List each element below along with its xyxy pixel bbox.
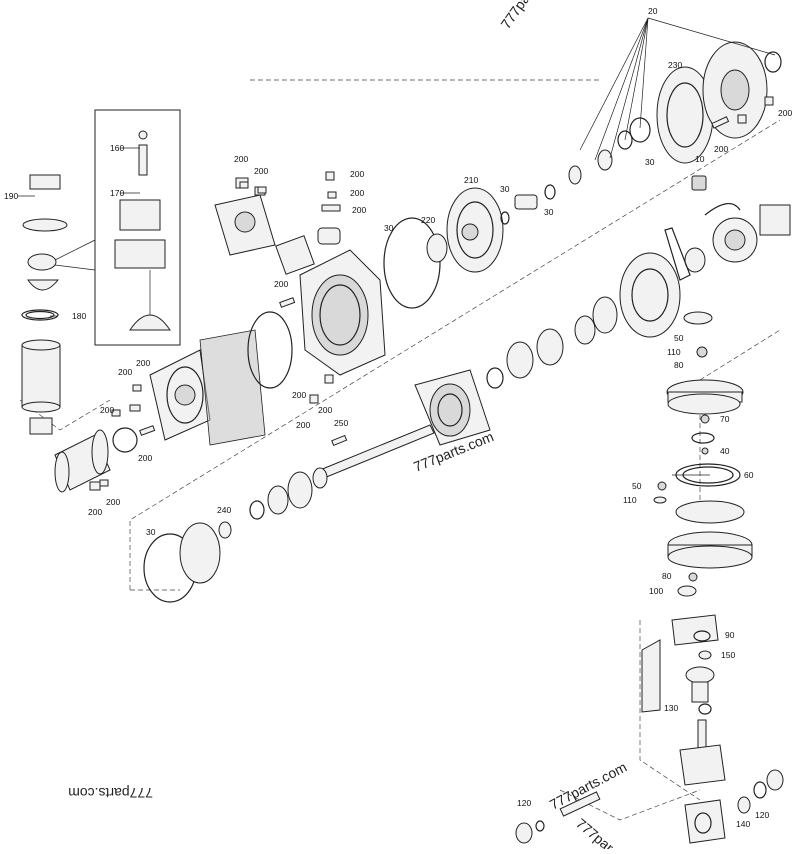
lower-bearings — [218, 467, 328, 539]
label: 180 — [72, 311, 86, 321]
inset-detail — [54, 109, 181, 346]
label: 140 — [736, 819, 750, 829]
leader-lines — [18, 17, 776, 476]
label: 200 — [106, 497, 120, 507]
label: 200 — [296, 420, 310, 430]
label: 220 — [421, 215, 435, 225]
label: 30 — [544, 207, 554, 217]
bottom-assembly — [515, 769, 784, 844]
label: 170 — [110, 188, 124, 198]
label: 200 — [352, 205, 366, 215]
part-labels: 20 230 200 30 200 10 210 30 30 220 200 2… — [4, 6, 792, 829]
fasteners — [99, 96, 774, 487]
label: 200 — [350, 169, 364, 179]
watermark: 777parts.com — [497, 0, 559, 32]
label: 50 — [674, 333, 684, 343]
label: 100 — [649, 586, 663, 596]
label: 200 — [138, 453, 152, 463]
label: 70 — [720, 414, 730, 424]
label: 80 — [674, 360, 684, 370]
label: 150 — [721, 650, 735, 660]
filter-assembly — [21, 174, 68, 435]
label: 160 — [110, 143, 124, 153]
label: 90 — [725, 630, 735, 640]
inlet-pipe — [54, 427, 138, 493]
label: 200 — [778, 108, 792, 118]
watermark: 777par — [573, 815, 617, 849]
rear-cover — [568, 41, 782, 185]
label: 10 — [695, 154, 705, 164]
label: 120 — [517, 798, 531, 808]
bearing-housing — [486, 252, 681, 389]
label: 130 — [664, 703, 678, 713]
label: 110 — [667, 347, 681, 357]
bushings — [500, 184, 556, 225]
vertical-assembly — [641, 311, 753, 786]
label: 110 — [623, 495, 637, 505]
label: 40 — [720, 446, 730, 456]
label: 200 — [274, 279, 288, 289]
gasket-rings — [143, 217, 441, 603]
label: 200 — [136, 358, 150, 368]
gear-housing — [414, 369, 491, 446]
label: 30 — [645, 157, 655, 167]
label: 200 — [118, 367, 132, 377]
impeller — [426, 187, 504, 273]
label: 200 — [100, 405, 114, 415]
label: 20 — [648, 6, 658, 16]
label: 120 — [755, 810, 769, 820]
label: 200 — [234, 154, 248, 164]
main-housing — [275, 227, 386, 376]
label: 200 — [714, 144, 728, 154]
label: 30 — [146, 527, 156, 537]
label: 50 — [632, 481, 642, 491]
label: 30 — [500, 184, 510, 194]
label: 230 — [668, 60, 682, 70]
pulley-coupling — [664, 175, 791, 281]
label: 200 — [88, 507, 102, 517]
label: 190 — [4, 191, 18, 201]
label: 200 — [292, 390, 306, 400]
label: 80 — [662, 571, 672, 581]
label: 210 — [464, 175, 478, 185]
label: 30 — [384, 223, 394, 233]
label: 240 — [217, 505, 231, 515]
label: 200 — [254, 166, 268, 176]
watermark: 777parts.com — [68, 785, 153, 801]
label: 200 — [318, 405, 332, 415]
label: 60 — [744, 470, 754, 480]
label: 250 — [334, 418, 348, 428]
label: 200 — [350, 188, 364, 198]
